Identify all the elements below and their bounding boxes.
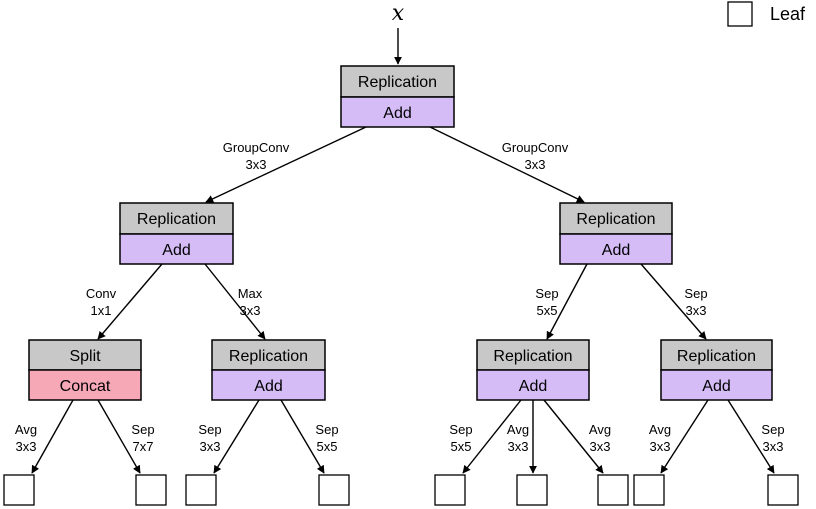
leaf-node	[633, 474, 665, 506]
edge-right-left	[546, 263, 588, 340]
edge-rl-leaf-3	[543, 399, 604, 474]
node-right-right: Replication Add	[660, 339, 773, 401]
node-bottom-label: Add	[383, 105, 411, 122]
edge-label-op: Avg	[507, 422, 529, 437]
edge-label-size: 3x3	[240, 303, 261, 318]
node-top-box	[476, 339, 590, 371]
node-bottom-box	[119, 233, 234, 265]
edge-label-size: 3x3	[508, 439, 529, 454]
legend: Leaf	[727, 1, 806, 27]
node-root: Replication Add	[340, 65, 455, 128]
legend-leaf-icon	[727, 1, 753, 27]
node-bottom-box	[559, 233, 673, 265]
edge-label-op: GroupConv	[223, 140, 290, 155]
leaf-node	[516, 474, 548, 506]
node-top-label: Replication	[358, 74, 437, 91]
edge-label-size: 3x3	[763, 439, 784, 454]
edge-label-op: Sep	[315, 422, 338, 437]
node-right: Replication Add	[559, 202, 673, 265]
node-top-label: Split	[69, 348, 101, 365]
edge-label-size: 5x5	[537, 303, 558, 318]
edge-label-size: 3x3	[246, 157, 267, 172]
node-bottom-label: Add	[519, 378, 547, 395]
edge-left-replication	[204, 263, 266, 340]
edge-lr-leaf-1	[213, 399, 260, 474]
leaf-node	[3, 474, 35, 506]
node-top-box	[119, 202, 234, 235]
node-top-label: Replication	[576, 211, 655, 228]
edge-label-size: 3x3	[16, 439, 37, 454]
edge-label-size: 3x3	[525, 157, 546, 172]
input-label: x	[392, 1, 405, 26]
edge-label-op: GroupConv	[502, 140, 569, 155]
node-bottom-label: Add	[602, 242, 630, 259]
node-top-label: Replication	[677, 348, 756, 365]
edge-rr-leaf-2	[727, 399, 775, 474]
node-top-box	[660, 339, 773, 371]
node-top-box	[211, 339, 326, 371]
edge-left-split	[97, 263, 163, 340]
edge-label-size: 3x3	[200, 439, 221, 454]
node-left: Replication Add	[119, 202, 234, 265]
node-bottom-box	[660, 369, 773, 401]
edge-label-op: Avg	[589, 422, 611, 437]
leaf-node	[767, 474, 799, 506]
edge-label-size: 3x3	[650, 439, 671, 454]
legend-leaf-label: Leaf	[770, 4, 806, 24]
edge-label-size: 1x1	[91, 303, 112, 318]
node-top-label: Replication	[137, 211, 216, 228]
leaf-node	[318, 474, 350, 506]
edge-label-op: Conv	[86, 286, 117, 301]
edge-label-op: Avg	[649, 422, 671, 437]
edge-label-size: 7x7	[133, 439, 154, 454]
edge-label-op: Sep	[535, 286, 558, 301]
leaf-node	[434, 474, 466, 506]
edge-label-size: 5x5	[317, 439, 338, 454]
edge-label-op: Sep	[761, 422, 784, 437]
edge-label-op: Avg	[15, 422, 37, 437]
leaf-node	[185, 474, 217, 506]
node-right-left: Replication Add	[476, 339, 590, 401]
node-bottom-box	[340, 96, 455, 128]
edge-label-size: 3x3	[686, 303, 707, 318]
node-bottom-box	[28, 369, 142, 401]
edge-right-right	[640, 263, 707, 340]
node-bottom-label: Add	[162, 242, 190, 259]
node-bottom-box	[476, 369, 590, 401]
leaves	[3, 474, 799, 506]
edge-label-op: Max	[238, 286, 263, 301]
node-bottom-box	[211, 369, 326, 401]
edge-split-leaf-1	[31, 399, 74, 474]
node-left-right: Replication Add	[211, 339, 326, 401]
edge-split-leaf-2	[97, 399, 141, 474]
node-split-concat: Split Concat	[28, 339, 142, 401]
edge-label-op: Sep	[131, 422, 154, 437]
edge-root-right	[429, 126, 585, 203]
node-top-label: Replication	[493, 348, 572, 365]
node-bottom-label: Concat	[60, 378, 111, 395]
node-bottom-label: Add	[702, 378, 730, 395]
edge-root-left	[205, 126, 367, 203]
edge-label-size: 3x3	[590, 439, 611, 454]
edge-label-op: Sep	[449, 422, 472, 437]
edge-lr-leaf-2	[280, 399, 325, 474]
node-top-label: Replication	[229, 348, 308, 365]
edges	[31, 126, 775, 474]
edge-label-size: 5x5	[451, 439, 472, 454]
edge-label-op: Sep	[684, 286, 707, 301]
edge-labels: GroupConv 3x3 GroupConv 3x3 Conv 1x1 Max…	[15, 140, 785, 454]
edge-rl-leaf-1	[462, 399, 522, 474]
edge-rr-leaf-1	[660, 399, 709, 474]
leaf-node	[135, 474, 167, 506]
node-bottom-label: Add	[254, 378, 282, 395]
edge-label-op: Sep	[198, 422, 221, 437]
leaf-node	[597, 474, 629, 506]
